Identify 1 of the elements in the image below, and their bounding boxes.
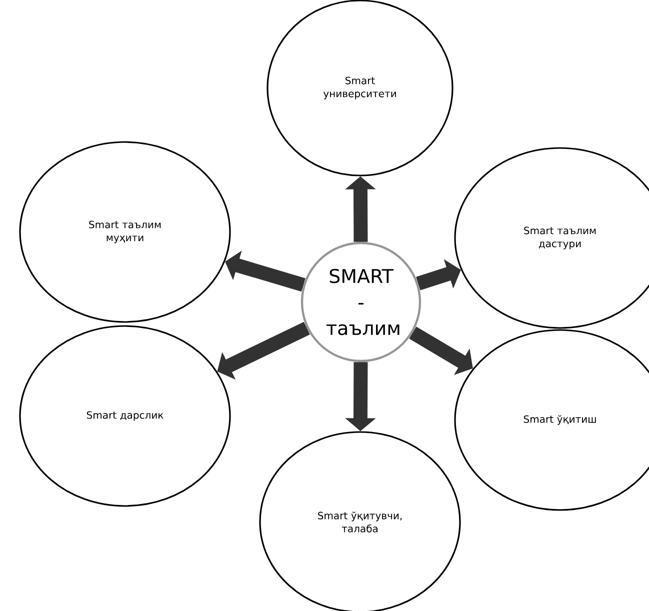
block-arrow (416, 259, 461, 290)
